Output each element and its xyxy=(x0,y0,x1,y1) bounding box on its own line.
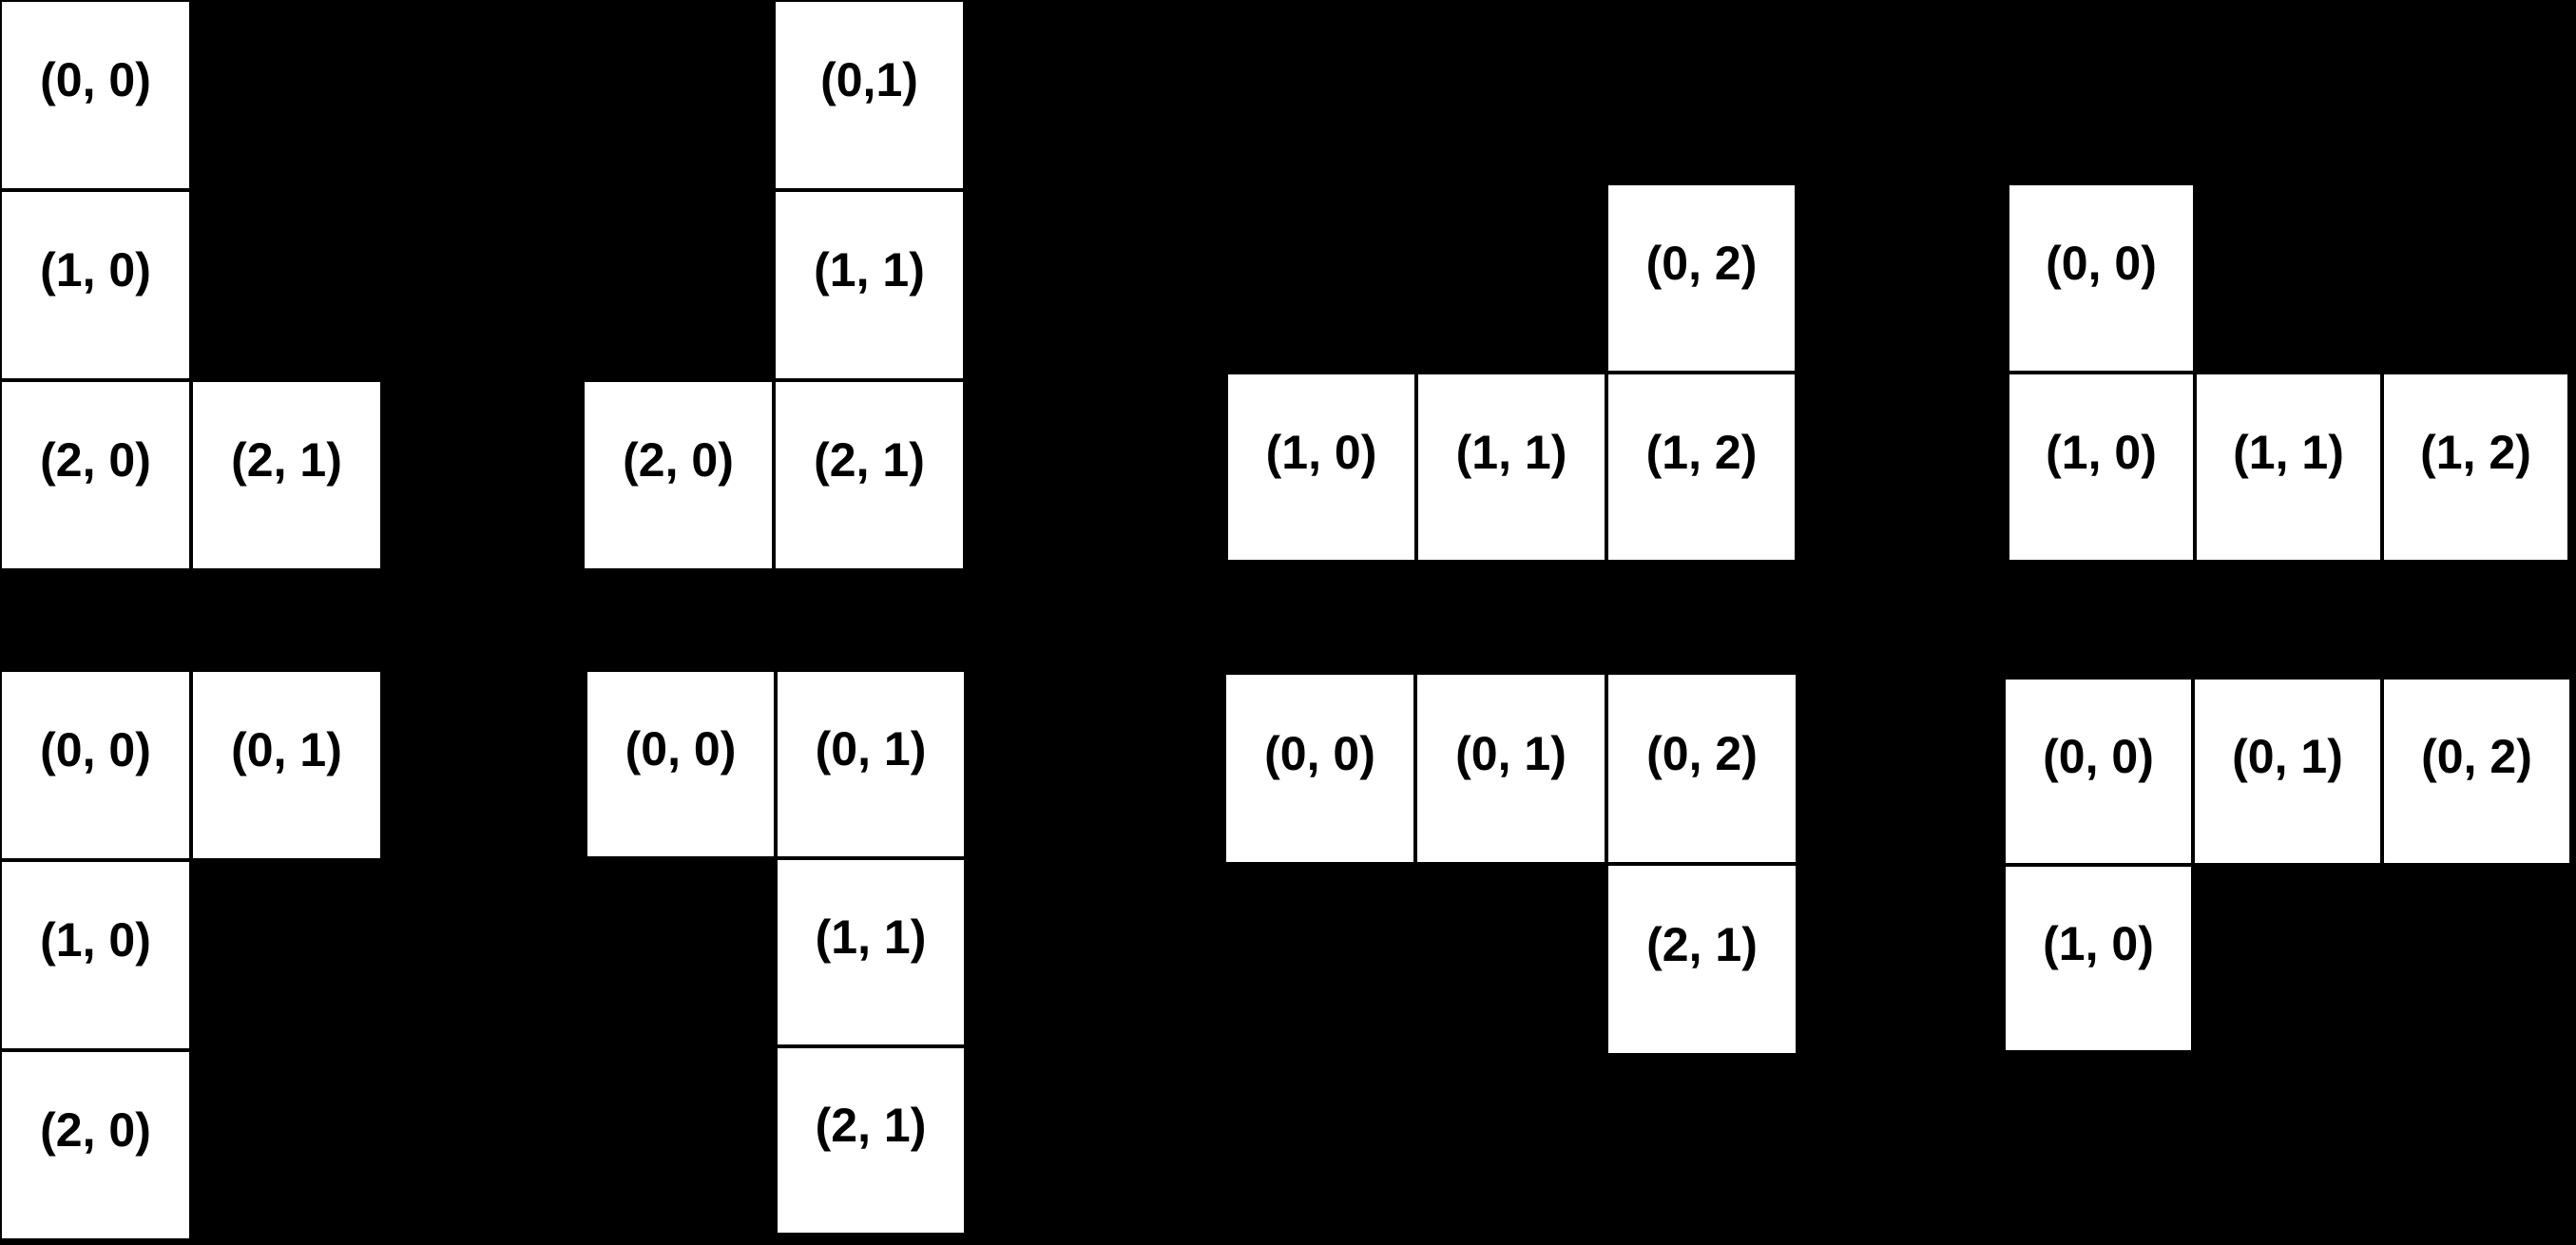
grid-cell: (0, 1) xyxy=(191,670,382,860)
cell-coordinate-label: (0, 0) xyxy=(2046,236,2157,290)
grid-cell: (2, 1) xyxy=(1606,864,1797,1055)
grid-cell: (0, 0) xyxy=(0,0,191,190)
grid-cell: (1, 2) xyxy=(1606,373,1797,562)
cell-coordinate-label: (1, 0) xyxy=(40,913,151,967)
grid-cell: (0, 2) xyxy=(2382,678,2571,865)
cell-coordinate-label: (1, 1) xyxy=(2233,425,2344,479)
grid-cell: (0,1) xyxy=(774,0,965,190)
cell-coordinate-label: (1, 0) xyxy=(40,243,151,297)
grid-cell: (2, 1) xyxy=(191,380,382,570)
grid-cell: (1, 1) xyxy=(1416,373,1606,562)
grid-cell: (0, 1) xyxy=(1415,673,1606,864)
grid-cell: (0, 0) xyxy=(586,670,776,858)
grid-cell: (2, 0) xyxy=(0,1050,191,1240)
grid-cell: (1, 1) xyxy=(776,858,966,1046)
grid-cell: (0, 2) xyxy=(1606,673,1797,864)
cell-coordinate-label: (1, 0) xyxy=(2046,425,2157,479)
cell-coordinate-label: (2, 0) xyxy=(40,1103,151,1158)
grid-cell: (1, 1) xyxy=(2195,373,2382,562)
cell-coordinate-label: (1, 1) xyxy=(815,910,927,965)
cell-coordinate-label: (2, 1) xyxy=(814,433,925,488)
grid-cell: (2, 1) xyxy=(774,380,965,570)
cell-coordinate-label: (1, 0) xyxy=(1265,425,1377,479)
cell-coordinate-label: (0, 2) xyxy=(2421,730,2532,784)
grid-cell: (1, 0) xyxy=(0,190,191,380)
cell-coordinate-label: (2, 0) xyxy=(40,433,151,488)
grid-cell: (2, 1) xyxy=(776,1046,966,1235)
grid-cell: (0, 1) xyxy=(776,670,966,858)
cell-coordinate-label: (0, 1) xyxy=(1455,726,1567,780)
cell-coordinate-label: (0, 0) xyxy=(1264,726,1375,780)
cell-coordinate-label: (1, 1) xyxy=(1455,425,1567,479)
cell-coordinate-label: (0, 0) xyxy=(625,722,737,776)
cell-coordinate-label: (1, 2) xyxy=(1645,425,1758,479)
grid-cell: (1, 0) xyxy=(0,860,191,1050)
cell-coordinate-label: (0, 0) xyxy=(40,53,151,107)
cell-coordinate-label: (0, 1) xyxy=(815,722,927,776)
grid-cell: (1, 0) xyxy=(2004,865,2193,1052)
grid-cell: (2, 0) xyxy=(0,380,191,570)
cell-coordinate-label: (0, 2) xyxy=(1645,236,1758,290)
grid-cell: (1, 0) xyxy=(1226,373,1416,562)
grid-cell: (0, 0) xyxy=(1224,673,1415,864)
cell-coordinate-label: (2, 1) xyxy=(231,433,342,488)
cell-coordinate-label: (0, 0) xyxy=(2043,730,2154,784)
cell-coordinate-label: (0, 1) xyxy=(231,723,342,777)
cell-coordinate-label: (0, 0) xyxy=(40,723,151,777)
cell-coordinate-label: (1, 0) xyxy=(2043,917,2154,971)
cell-coordinate-label: (2, 1) xyxy=(815,1099,927,1153)
grid-cell: (0, 0) xyxy=(0,670,191,860)
grid-cell: (1, 0) xyxy=(2008,373,2195,562)
grid-cell: (2, 0) xyxy=(583,380,774,570)
cell-coordinate-label: (0, 2) xyxy=(1646,726,1758,780)
grid-cell: (0, 0) xyxy=(2004,678,2193,865)
grid-cell: (1, 1) xyxy=(774,190,965,380)
cell-coordinate-label: (1, 1) xyxy=(814,243,925,297)
cell-coordinate-label: (2, 1) xyxy=(1646,917,1758,971)
grid-cell: (0, 0) xyxy=(2008,183,2195,373)
cell-coordinate-label: (2, 0) xyxy=(623,433,734,488)
grid-cell: (1, 2) xyxy=(2382,373,2569,562)
grid-cell: (0, 2) xyxy=(1606,183,1797,373)
grid-cell: (0, 1) xyxy=(2193,678,2382,865)
cell-coordinate-label: (0, 1) xyxy=(2232,730,2343,784)
cell-coordinate-label: (0,1) xyxy=(820,53,918,107)
cell-coordinate-label: (1, 2) xyxy=(2420,425,2531,479)
